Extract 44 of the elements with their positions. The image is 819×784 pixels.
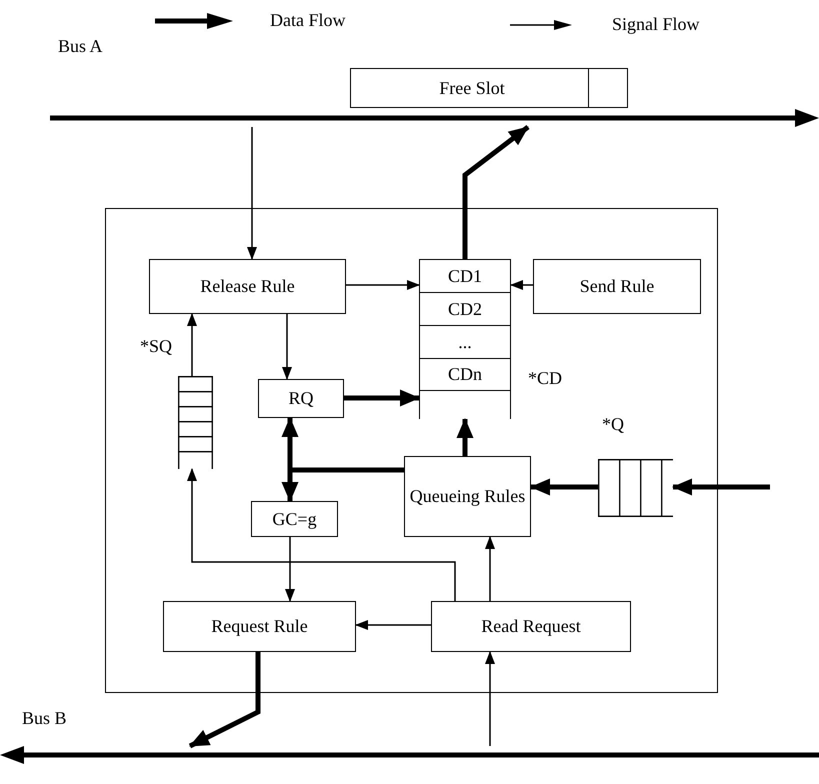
process-box — [163, 601, 356, 652]
process-box — [149, 259, 346, 314]
arrow — [456, 418, 474, 456]
arrow — [188, 652, 260, 748]
arrow — [530, 478, 598, 496]
register-stack — [419, 259, 511, 419]
register-slot: CDn — [420, 358, 510, 391]
queue-label: *Q — [602, 414, 624, 435]
arrow — [285, 537, 295, 602]
arrow — [346, 280, 420, 290]
arrow — [485, 536, 495, 601]
arrow — [344, 390, 420, 406]
box-label: Read Request — [481, 616, 581, 637]
bus-label: Bus B — [22, 708, 67, 729]
bus-label: Bus A — [58, 36, 103, 57]
process-box — [251, 501, 338, 537]
box-label: Send Rule — [580, 276, 654, 297]
register-slot: CD2 — [420, 292, 510, 325]
queue-label: *SQ — [140, 336, 172, 357]
register-slot: CD1 — [420, 259, 510, 292]
box-label: Free Slot — [439, 78, 505, 98]
arrow — [462, 125, 530, 259]
legend-label: Data Flow — [270, 10, 346, 31]
process-box — [431, 601, 631, 652]
process-box — [404, 456, 531, 537]
process-box — [258, 379, 344, 418]
process-box — [533, 259, 701, 314]
box-label: Request Rule — [211, 616, 308, 637]
arrow — [485, 651, 495, 746]
register-slot: ... — [420, 325, 510, 358]
arrow — [355, 620, 431, 630]
box-label: GC=g — [272, 508, 317, 530]
arrow — [282, 314, 292, 380]
box-label: RQ — [288, 388, 314, 409]
arrow — [510, 280, 533, 290]
module-frame — [105, 208, 718, 693]
arrow — [187, 468, 456, 601]
arrow — [187, 313, 197, 376]
box-label: Release Rule — [200, 276, 295, 297]
arrow — [672, 478, 770, 496]
box-label: Queueing Rules — [410, 486, 526, 507]
queue-label: *CD — [528, 368, 562, 389]
legend-label: Signal Flow — [612, 14, 700, 35]
arrow — [247, 127, 257, 260]
